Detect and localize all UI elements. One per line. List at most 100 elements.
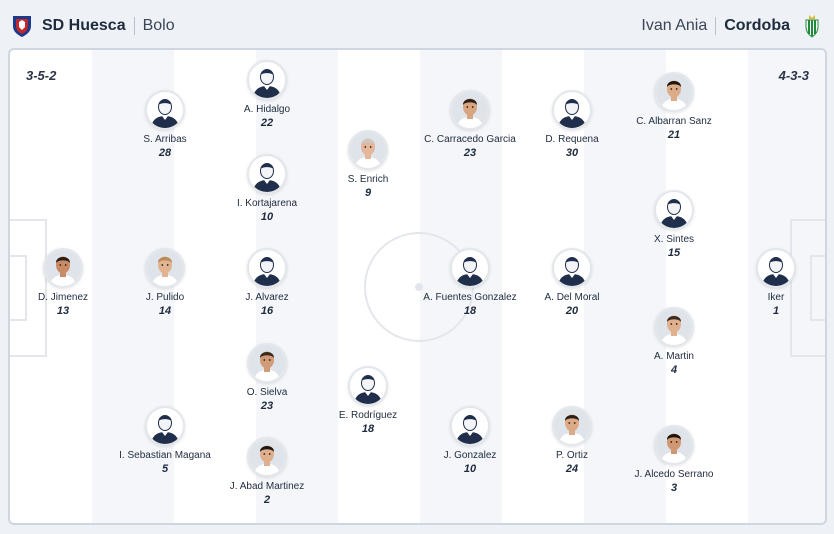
player-silhouette-icon <box>654 190 694 230</box>
player-name: A. Hidalgo <box>243 104 291 115</box>
player-number: 9 <box>364 187 372 199</box>
player-name: X. Sintes <box>653 234 695 245</box>
player-card[interactable]: J. Abad Martinez 2 <box>197 437 337 506</box>
player-card[interactable]: S. Arribas 28 <box>95 90 235 159</box>
player-number: 10 <box>463 463 477 475</box>
player-card[interactable]: E. Rodríguez 18 <box>298 366 438 435</box>
player-number: 13 <box>56 305 70 317</box>
home-coach: Bolo <box>142 17 175 34</box>
player-photo <box>654 307 694 347</box>
player-name: E. Rodríguez <box>338 410 398 421</box>
player-name: S. Arribas <box>143 134 187 145</box>
away-team-name: Cordoba <box>724 17 790 34</box>
player-name: D. Requena <box>545 134 599 145</box>
away-team[interactable]: Ivan Ania Cordoba <box>641 0 824 52</box>
player-photo <box>145 248 185 288</box>
huesca-crest-icon <box>10 14 34 38</box>
divider <box>133 17 135 35</box>
player-card[interactable]: A. Fuentes Gonzalez 18 <box>400 248 540 317</box>
player-photo <box>247 343 287 383</box>
player-photo <box>348 130 388 170</box>
player-number: 18 <box>361 423 375 435</box>
player-card[interactable]: J. Gonzalez 10 <box>400 406 540 475</box>
player-silhouette-icon <box>145 406 185 446</box>
player-number: 24 <box>565 463 579 475</box>
player-photo <box>43 248 83 288</box>
player-number: 21 <box>667 129 681 141</box>
player-card[interactable]: I. Sebastian Magana 5 <box>95 406 235 475</box>
player-silhouette-icon <box>450 248 490 288</box>
player-name: P. Ortiz <box>555 450 589 461</box>
player-number: 23 <box>463 147 477 159</box>
player-photo <box>450 90 490 130</box>
player-number: 30 <box>565 147 579 159</box>
player-photo <box>247 437 287 477</box>
pitch-stripe <box>584 50 666 523</box>
player-number: 4 <box>670 364 678 376</box>
player-number: 5 <box>161 463 169 475</box>
player-card[interactable]: A. Hidalgo 22 <box>197 60 337 129</box>
player-card[interactable]: P. Ortiz 24 <box>502 406 642 475</box>
player-number: 15 <box>667 247 681 259</box>
player-photo <box>654 425 694 465</box>
player-number: 14 <box>158 305 172 317</box>
player-card[interactable]: A. Del Moral 20 <box>502 248 642 317</box>
player-silhouette-icon <box>552 90 592 130</box>
player-card[interactable]: D. Requena 30 <box>502 90 642 159</box>
player-number: 1 <box>772 305 780 317</box>
player-name: A. Fuentes Gonzalez <box>423 292 517 303</box>
divider <box>715 17 717 35</box>
player-name: D. Jimenez <box>37 292 88 303</box>
player-name: J. Pulido <box>145 292 185 303</box>
cordoba-crest-icon <box>800 14 824 38</box>
player-card[interactable]: O. Sielva 23 <box>197 343 337 412</box>
player-number: 22 <box>260 117 274 129</box>
lineup-header: SD Huesca Bolo Ivan Ania Cordoba <box>0 0 834 52</box>
player-card[interactable]: Iker 1 <box>706 248 825 317</box>
player-silhouette-icon <box>247 60 287 100</box>
player-name: J. Alcedo Serrano <box>634 469 714 480</box>
pitch-stripe <box>748 50 825 523</box>
player-number: 18 <box>463 305 477 317</box>
player-number: 23 <box>260 400 274 412</box>
player-silhouette-icon <box>450 406 490 446</box>
player-number: 28 <box>158 147 172 159</box>
player-number: 10 <box>260 211 274 223</box>
player-name: A. Martin <box>653 351 694 362</box>
player-photo <box>654 72 694 112</box>
player-silhouette-icon <box>247 154 287 194</box>
player-card[interactable]: S. Enrich 9 <box>298 130 438 199</box>
home-team[interactable]: SD Huesca Bolo <box>10 0 175 52</box>
player-name: O. Sielva <box>246 387 288 398</box>
player-name: J. Gonzalez <box>443 450 497 461</box>
player-name: C. Albarran Sanz <box>636 116 712 127</box>
player-silhouette-icon <box>348 366 388 406</box>
player-name: Iker <box>767 292 785 303</box>
player-card[interactable]: C. Albarran Sanz 21 <box>604 72 744 141</box>
player-number: 16 <box>260 305 274 317</box>
player-number: 2 <box>263 494 271 506</box>
player-card[interactable]: D. Jimenez 13 <box>10 248 133 317</box>
home-team-name: SD Huesca <box>42 17 126 34</box>
away-formation: 4-3-3 <box>778 68 809 83</box>
player-silhouette-icon <box>756 248 796 288</box>
player-photo <box>552 406 592 446</box>
home-formation: 3-5-2 <box>26 68 57 83</box>
player-name: J. Abad Martinez <box>229 481 305 492</box>
player-number: 3 <box>670 482 678 494</box>
player-number: 20 <box>565 305 579 317</box>
player-card[interactable]: J. Pulido 14 <box>95 248 235 317</box>
player-card[interactable]: J. Alcedo Serrano 3 <box>604 425 744 494</box>
player-silhouette-icon <box>145 90 185 130</box>
player-card[interactable]: X. Sintes 15 <box>604 190 744 259</box>
player-name: S. Enrich <box>347 174 389 185</box>
player-name: I. Sebastian Magana <box>119 450 211 461</box>
player-card[interactable]: A. Martin 4 <box>604 307 744 376</box>
player-name: A. Del Moral <box>544 292 600 303</box>
player-silhouette-icon <box>247 248 287 288</box>
player-silhouette-icon <box>552 248 592 288</box>
